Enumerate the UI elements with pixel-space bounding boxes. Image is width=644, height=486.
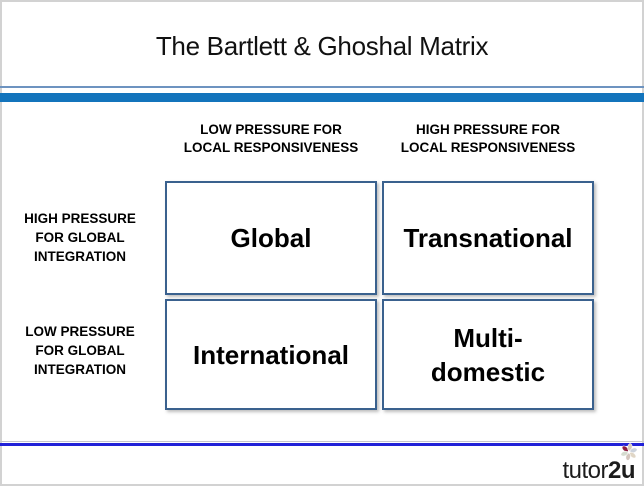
matrix-cell-global: Global <box>165 181 377 295</box>
footer-divider-blue <box>0 443 644 446</box>
matrix-cell-multi-domestic: Multi- domestic <box>382 299 594 410</box>
matrix-cell-international: International <box>165 299 377 410</box>
footer-divider-gray <box>0 441 644 442</box>
logo-text-regular: tutor <box>562 457 608 484</box>
matrix-cell-transnational: Transnational <box>382 181 594 295</box>
pinwheel-flower-icon <box>620 443 638 461</box>
column-header-high-local-responsiveness: HIGH PRESSURE FOR LOCAL RESPONSIVENESS <box>400 122 576 155</box>
page-title: The Bartlett & Ghoshal Matrix <box>155 31 489 61</box>
logo-text-bold: 2u <box>607 457 636 484</box>
tutor2u-logo: tutor2u <box>562 459 635 483</box>
title-divider-thin <box>0 86 644 88</box>
row-header-low-global-integration: LOW PRESSURE FOR GLOBAL INTEGRATION <box>25 324 135 377</box>
column-header-low-local-responsiveness: LOW PRESSURE FOR LOCAL RESPONSIVENESS <box>183 122 359 155</box>
row-header-high-global-integration: HIGH PRESSURE FOR GLOBAL INTEGRATION <box>24 211 136 264</box>
title-divider-bar <box>0 93 644 102</box>
